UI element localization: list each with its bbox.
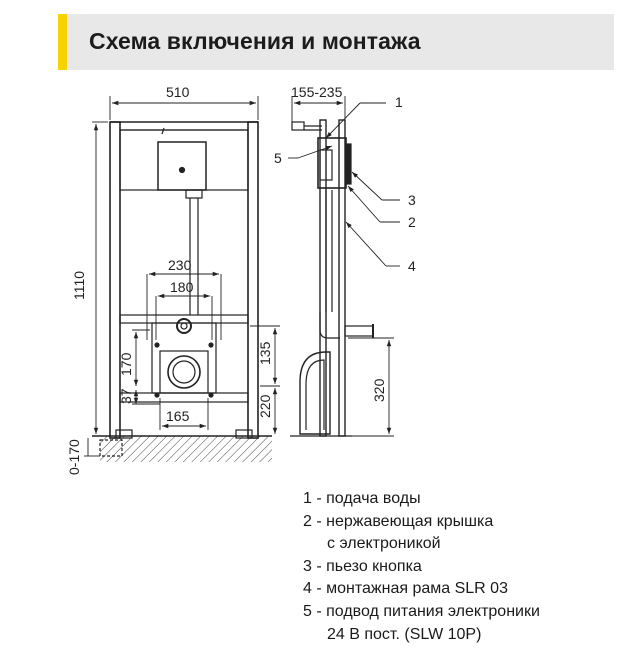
legend-item: 1 - подача воды (303, 490, 421, 507)
wc-outlet (299, 351, 331, 435)
dim-230: 230 (168, 257, 192, 273)
dim-0-170: 0-170 (66, 439, 82, 475)
legend-item: 5 - подвод питания электроники (303, 602, 540, 620)
frame-right-post (247, 121, 259, 439)
legend-item: 3 - пьезо кнопка (303, 557, 422, 575)
callout-5: 5 (274, 150, 282, 166)
dim-155-235: 155-235 (291, 84, 343, 100)
legend-item-continuation: с электроникой (327, 535, 441, 553)
drain-outlet (167, 355, 201, 389)
installation-diagram: 510 1110 0-170 230 180 170 37 135 220 16… (66, 84, 416, 475)
front-view (92, 121, 272, 462)
section-title: Схема включения и монтажа (89, 28, 421, 54)
dim-135: 135 (257, 341, 273, 365)
callout-2: 2 (408, 214, 416, 230)
legend-item: 4 - монтажная рама SLR 03 (303, 580, 508, 598)
dim-170: 170 (118, 352, 134, 376)
dim-1110: 1110 (71, 271, 87, 300)
callout-4: 4 (408, 258, 416, 274)
callout-1: 1 (395, 94, 403, 110)
legend-item-continuation: 24 В пост. (SLW 10P) (327, 625, 482, 643)
legend-item: 2 - нержавеющая крышка (303, 512, 494, 530)
front-dimensions (84, 96, 280, 457)
callout-3: 3 (408, 192, 416, 208)
side-dimensions (288, 96, 400, 437)
dim-37: 37 (118, 388, 134, 404)
dim-180: 180 (170, 279, 194, 295)
dim-220: 220 (257, 394, 273, 418)
section-header: Схема включения и монтажа (58, 14, 614, 70)
dim-165: 165 (166, 408, 190, 424)
legend: 1 - подача воды 2 - нержавеющая крышка с… (303, 488, 540, 646)
side-frame-front (319, 119, 327, 437)
dim-320: 320 (371, 378, 387, 402)
side-frame-back (338, 119, 346, 437)
dim-510: 510 (166, 84, 190, 100)
header-accent-bar (58, 14, 67, 70)
cistern-box (119, 129, 249, 191)
flush-cover (157, 141, 207, 191)
floor-hatch (100, 436, 272, 462)
side-view (290, 119, 374, 437)
